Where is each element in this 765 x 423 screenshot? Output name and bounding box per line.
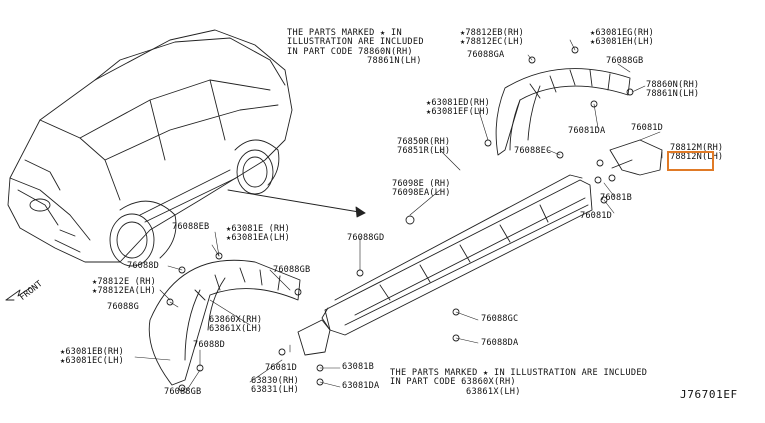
part-label-line: 63831(LH) (251, 385, 299, 396)
part-label-63081eg[interactable]: ★63081EG(RH) ★63081EH(LH) (590, 28, 654, 48)
note-bottom: THE PARTS MARKED ★ IN ILLUSTRATION ARE I… (390, 368, 648, 397)
part-label-63081b[interactable]: 63081B (342, 362, 374, 372)
part-label-76850r[interactable]: 76850R(RH) 76851R(LH) (397, 137, 451, 157)
part-label-line: 78812M(RH) (670, 143, 724, 153)
note-top-line-4: 78861N(LH) (367, 56, 422, 67)
note-bottom-line-2: IN PART CODE 63860X(RH) (390, 377, 516, 388)
part-label-76081d-top[interactable]: 76081D (631, 123, 663, 133)
pointer-arrow (227, 189, 366, 214)
part-label-76088d-low[interactable]: 76088D (193, 340, 225, 350)
part-label-76088ec[interactable]: 76088EC (514, 146, 552, 156)
part-label-76088gb-low[interactable]: 76088GB (164, 387, 202, 397)
part-label-78812e[interactable]: ★78812E (RH) ★78812EA(LH) (92, 277, 156, 297)
part-label-line: 78860N(RH) (646, 80, 700, 90)
part-label-line: ★78812EA(LH) (92, 286, 156, 297)
side-sill-cover (321, 174, 593, 336)
part-label-line: 63830(RH) (251, 376, 299, 386)
part-label-63081e[interactable]: ★63081E (RH) ★63081EA(LH) (226, 224, 290, 244)
part-label-line: ★63081EH(LH) (590, 37, 654, 48)
part-label-76088g[interactable]: 76088G (107, 302, 139, 312)
part-label-76081da[interactable]: 76081DA (568, 126, 606, 136)
part-label-line: 78861N(LH) (646, 89, 700, 100)
part-label-line: 78812N(LH) (670, 152, 724, 163)
part-label-line: ★78812E (RH) (92, 277, 156, 287)
illustration-code: J76701EF (680, 388, 738, 401)
note-top-line-3: IN PART CODE 78860N(RH) (287, 46, 413, 57)
part-label-63081da[interactable]: 63081DA (342, 381, 380, 391)
part-label-line: 76098E (RH) (392, 179, 451, 189)
vehicle-drawing (7, 29, 293, 267)
highlight-box (667, 151, 714, 171)
part-label-line: 76098EA(LH) (392, 188, 451, 199)
part-label-78812m[interactable]: 78812M(RH) 78812N(LH) (670, 143, 724, 163)
part-label-63081eb[interactable]: ★63081EB(RH) ★63081EC(LH) (60, 347, 124, 367)
note-top-line-2: ILLUSTRATION ARE INCLUDED (287, 37, 424, 48)
part-label-63830[interactable]: 63830(RH) 63831(LH) (251, 376, 299, 396)
note-top: THE PARTS MARKED ★ IN ILLUSTRATION ARE I… (287, 28, 424, 67)
part-label-76088gb-top[interactable]: 76088GB (606, 56, 644, 66)
part-label-76088gd[interactable]: 76088GD (347, 233, 385, 243)
part-label-line: ★63081EC(LH) (60, 356, 124, 367)
mud-guard (594, 139, 663, 184)
part-label-line: ★63081EA(LH) (226, 233, 290, 244)
part-label-line: 76850R(RH) (397, 137, 451, 147)
part-label-76088gc[interactable]: 76088GC (481, 314, 519, 324)
part-label-line: 63861X(LH) (209, 324, 263, 335)
note-top-line-1: THE PARTS MARKED ★ IN (287, 28, 402, 38)
part-label-76081d-low[interactable]: 76081D (265, 363, 297, 373)
part-label-63860x[interactable]: 63860X(RH) 63861X(LH) (209, 315, 263, 335)
part-label-line: ★78812EB(RH) (460, 28, 524, 38)
front-mud-guard (278, 319, 331, 386)
part-label-76098e[interactable]: 76098E (RH) 76098EA(LH) (392, 179, 451, 199)
part-label-line: 76851R(LH) (397, 146, 451, 157)
note-bottom-line-1: THE PARTS MARKED ★ IN ILLUSTRATION ARE I… (390, 368, 648, 378)
part-label-line: ★78812EC(LH) (460, 37, 524, 48)
part-label-line: ★63081EF(LH) (426, 107, 490, 118)
part-label-line: ★63081EG(RH) (590, 28, 654, 38)
part-label-line: 63860X(RH) (209, 315, 263, 325)
part-label-76081b-right[interactable]: 76081B (600, 193, 632, 203)
rear-fender-protector (484, 46, 634, 156)
part-label-line: ★63081E (RH) (226, 224, 290, 234)
part-label-76081d-right[interactable]: 76081D (580, 211, 612, 221)
part-label-76088gb-mid[interactable]: 76088GB (273, 265, 311, 275)
note-bottom-line-3: 63861X(LH) (466, 386, 521, 397)
part-label-76088da[interactable]: 76088DA (481, 338, 519, 348)
part-label-78812eb[interactable]: ★78812EB(RH) ★78812EC(LH) (460, 28, 524, 48)
part-label-line: ★63081EB(RH) (60, 347, 124, 357)
part-label-76088eb[interactable]: 76088EB (172, 222, 210, 232)
part-label-78860n[interactable]: 78860N(RH) 78861N(LH) (646, 80, 700, 100)
part-label-76088ga[interactable]: 76088GA (467, 50, 505, 60)
part-label-63081ed[interactable]: ★63081ED(RH) ★63081EF(LH) (426, 98, 490, 118)
part-label-76088d-left[interactable]: 76088D (127, 261, 159, 271)
part-label-line: ★63081ED(RH) (426, 98, 490, 108)
